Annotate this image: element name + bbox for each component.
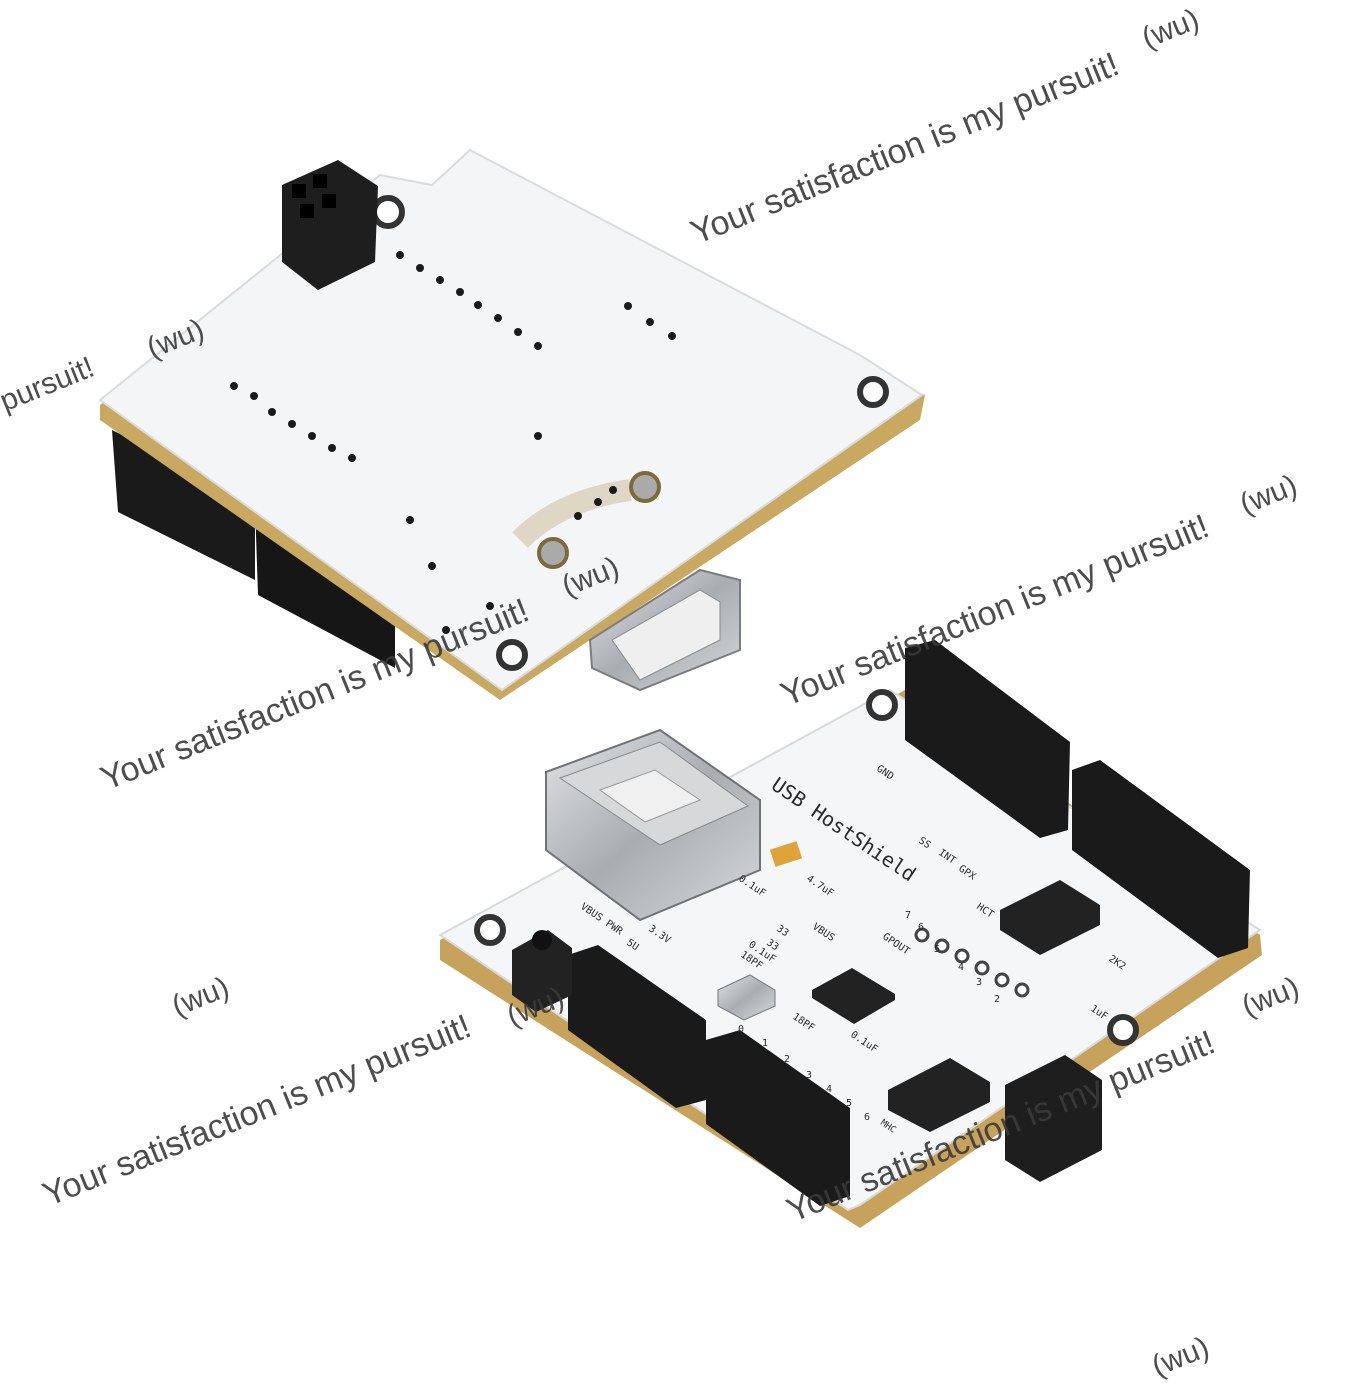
silk-n1: 1	[762, 1038, 768, 1049]
usb-host-controller-chip	[812, 968, 895, 1024]
silk-n5: 5	[846, 1098, 852, 1109]
mount-hole	[371, 195, 405, 229]
header-digital-high	[905, 640, 1070, 838]
icsp-pins	[1017, 977, 1083, 1088]
silk-n0: 0	[738, 1024, 744, 1035]
solder-joint	[629, 471, 661, 503]
silk-gp2: 2	[994, 994, 1000, 1005]
crystal	[717, 974, 776, 1021]
mount-hole	[474, 914, 506, 946]
reset-button-cap	[532, 930, 552, 950]
reset-button	[512, 930, 572, 1012]
header-underside-left	[112, 430, 255, 580]
silk-gp4: 4	[958, 962, 964, 973]
gpout-holes	[914, 927, 1030, 998]
usb-port-tongue	[598, 769, 702, 823]
silk-gp7: 7	[905, 910, 911, 921]
header-pins-left	[129, 322, 375, 553]
board-front-view: USB HostShield GND SS INT GPX HCT GPOUT …	[438, 640, 1262, 1271]
silk-n6: 6	[864, 1112, 870, 1123]
mount-hole	[1107, 1014, 1139, 1046]
header-analog	[706, 1030, 850, 1206]
silk-gp3: 3	[976, 977, 982, 988]
mount-hole	[866, 689, 898, 721]
usb-port-opening	[611, 589, 721, 681]
level-shifter-chip	[1000, 880, 1100, 955]
board-back-view	[98, 73, 925, 700]
board-back-face	[98, 148, 924, 692]
buffer-chip	[888, 1058, 990, 1132]
icsp-header-front	[1005, 1055, 1102, 1182]
solder-joint	[537, 537, 569, 569]
header-power	[568, 945, 706, 1108]
mount-hole	[496, 639, 528, 671]
via-holes	[230, 251, 676, 634]
tantalum-capacitor	[769, 841, 803, 867]
header-pins-top	[515, 73, 843, 363]
mount-hole	[857, 376, 889, 408]
silk-n4: 4	[826, 1084, 832, 1095]
silk-gp5: 5	[934, 944, 940, 955]
header-digital-low	[1072, 760, 1250, 958]
silk-gp6: 6	[918, 922, 924, 933]
silk-n2: 2	[784, 1054, 790, 1065]
silk-n3: 3	[806, 1070, 812, 1081]
